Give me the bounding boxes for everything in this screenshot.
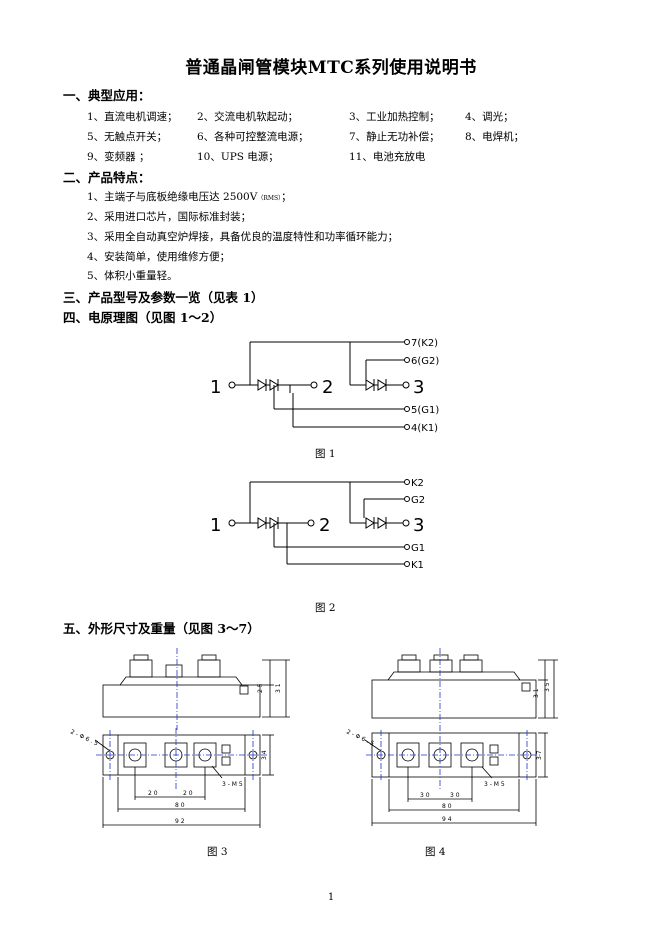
- dimension-label: 2 - Φ 6 . 5: [345, 728, 375, 747]
- schematic-node-3: 3: [413, 515, 424, 536]
- application-item: 4、调光；: [465, 111, 514, 123]
- dimension-label: 3 1: [533, 688, 540, 698]
- schematic-figure-1: 1 2 3 7(K2) 6(G2) 5(G1) 4(K1): [210, 338, 439, 434]
- dimension-label: 3 - M 5: [484, 781, 505, 788]
- dimension-label: 3 - M 5: [222, 781, 243, 788]
- schematic-node-1: 1: [210, 515, 221, 536]
- outline-drawing-figure-4: 3 1 3 5 3 7 2 - Φ 6 . 5 3 - M 5 3 0 3 0 …: [345, 648, 558, 826]
- dimension-label: 8 0: [175, 802, 185, 809]
- schematic-figure-2: 1 2 3 K2 G2 G1 K1: [210, 478, 425, 571]
- dimension-label: 3 5: [544, 682, 551, 692]
- page-number: 1: [327, 892, 335, 903]
- application-item: 5、无触点开关；: [87, 131, 168, 143]
- feature-subscript: （RMS）: [257, 195, 282, 202]
- application-item: 9、变频器 ；: [87, 151, 150, 163]
- feature-item: 3、采用全自动真空炉焊接，具备优良的温度特性和功率循环能力；: [87, 231, 399, 243]
- application-item: 11、电池充放电: [349, 151, 426, 163]
- application-item: 6、各种可控整流电源；: [197, 131, 309, 143]
- application-item: 10、UPS 电源；: [197, 151, 279, 163]
- feature-text: 1、主端子与底板绝缘电压达 2500V: [87, 191, 258, 203]
- application-item: 7、静止无功补偿；: [349, 131, 440, 143]
- dimension-label: 9 2: [175, 818, 185, 825]
- dimension-label: 8 0: [442, 803, 452, 810]
- feature-item: 5、体积小重量轻。: [87, 270, 178, 282]
- terminal-label: 7(K2): [411, 338, 438, 349]
- terminal-label: 5(G1): [411, 405, 439, 416]
- application-item: 1、直流电机调速；: [87, 111, 178, 123]
- section-typical-applications: 一、典型应用：: [63, 88, 151, 103]
- feature-item: 4、安装简单，使用维修方便；: [87, 251, 231, 263]
- terminal-label: G1: [411, 543, 425, 554]
- dimension-label: 2 - Φ 6 . 5: [69, 728, 99, 747]
- schematic-node-3: 3: [413, 377, 424, 398]
- application-item: 3、工业加热控制；: [349, 111, 440, 123]
- dimension-label: 3 7: [536, 750, 543, 760]
- figure-caption: 图 4: [425, 846, 446, 858]
- figure-caption: 图 1: [315, 448, 336, 460]
- dimension-label: 2 5: [257, 683, 264, 693]
- schematic-node-2: 2: [322, 377, 333, 398]
- terminal-label: K1: [411, 560, 424, 571]
- schematic-node-1: 1: [210, 377, 221, 398]
- dimension-label: 9 4: [442, 816, 452, 823]
- schematic-node-2: 2: [319, 515, 330, 536]
- section-dimensions-weight: 五、外形尺寸及重量（见图 3～7）: [63, 621, 260, 636]
- section-schematic: 四、电原理图（见图 1～2）: [63, 310, 223, 325]
- terminal-label: G2: [411, 495, 425, 506]
- dimension-label: 2 0: [148, 790, 158, 797]
- section-product-features: 二、产品特点：: [63, 170, 151, 185]
- section-models-parameters: 三、产品型号及参数一览（见表 1）: [63, 290, 264, 305]
- figure-caption: 图 3: [207, 846, 228, 858]
- feature-punct: ；: [281, 191, 292, 203]
- application-item: 2、交流电机软起动；: [197, 111, 299, 123]
- dimension-label: 3 0: [420, 792, 430, 799]
- application-item: 8、电焊机；: [465, 131, 525, 143]
- feature-item: 2、采用进口芯片，国际标准封装；: [87, 211, 252, 223]
- terminal-label: 4(K1): [411, 423, 438, 434]
- terminal-label: 6(G2): [411, 356, 439, 367]
- outline-drawing-figure-3: 2 5 3 1 3 4 2 - Φ 6 . 5 3 - M 5 2 0 2 0 …: [69, 648, 290, 828]
- figure-caption: 图 2: [315, 602, 336, 614]
- dimension-label: 2 0: [183, 790, 193, 797]
- terminal-label: K2: [411, 478, 424, 489]
- dimension-label: 3 0: [450, 792, 460, 799]
- dimension-label: 3 1: [275, 683, 282, 693]
- dimension-label: 3 4: [261, 750, 268, 760]
- feature-item: 1、主端子与底板绝缘电压达 2500V（RMS）；: [87, 189, 292, 204]
- page-title: 普通晶闸管模块MTC系列使用说明书: [185, 58, 477, 78]
